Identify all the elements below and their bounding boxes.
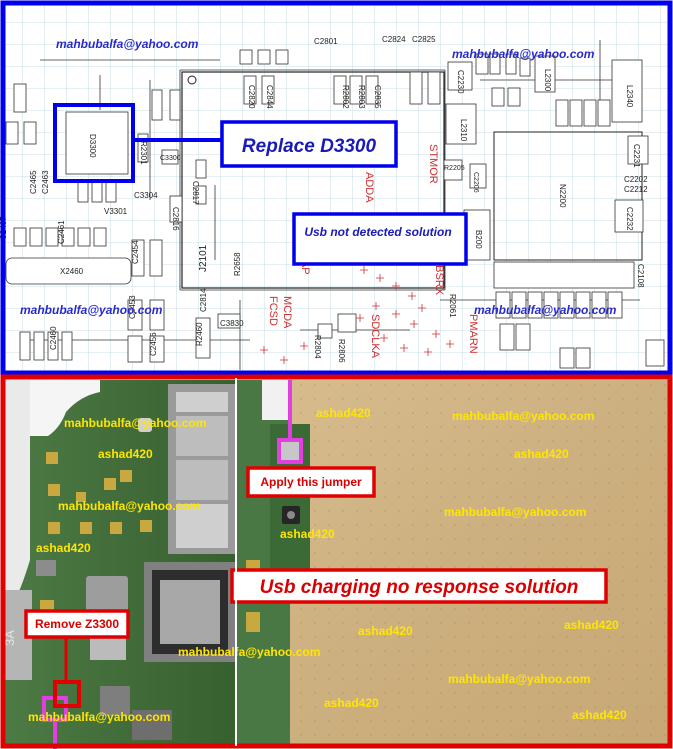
remove-z3300-text: Remove Z3300 [35,617,119,631]
c2232-label: C2232 [625,207,634,231]
c2231-label: C2231 [632,144,641,168]
c3830-label: C3830 [220,319,244,328]
watermark-email: mahbubalfa@yahoo.com [444,505,586,519]
signal-sdclka: SDCLKA [369,314,381,359]
remove-z3300-callout: Remove Z3300 [24,609,130,639]
component-designators: D3300 N2200 X2460 J2101 B200 L2300 L2310… [0,35,648,363]
watermark-email: mahbubalfa@yahoo.com [452,47,595,61]
replace-d3300-callout: Replace D3300 [220,120,398,168]
c2814-label: C2814 [199,288,208,312]
c3304-label: C3304 [134,191,158,200]
apply-jumper-text: Apply this jumper [260,475,362,489]
watermark-tag: ashad420 [316,406,371,420]
c2817-label: C2817 [191,181,200,205]
r2301-label: R2301 [139,141,148,165]
watermark-tag: ashad420 [564,618,619,632]
l2300-label: L2300 [543,69,552,92]
c2816-label: C2816 [171,207,180,231]
replace-d3300-text: Replace D3300 [242,136,377,157]
l2310-label: L2310 [459,119,468,142]
r2802-label: R2802 [341,85,350,109]
signal-marks [260,266,454,364]
top-panel-frame [0,0,673,376]
r2205-label: R2205 [444,165,465,172]
usb-charging-text: Usb charging no response solution [260,577,579,598]
c2460-label: C2460 [49,326,58,350]
x2460-label: X2460 [60,267,84,276]
c3300-label: C3300 [160,155,181,162]
signal-stmor: STMOR [427,144,439,184]
watermark-email: mahbubalfa@yahoo.com [28,710,170,724]
r2460-label: R2460 [195,322,204,346]
n2200-label: N2200 [558,184,567,208]
c2820-label: C2820 [247,85,256,109]
signal-fcsd: FCSD [267,296,279,326]
apply-jumper-callout: Apply this jumper [246,466,376,498]
signal-pmarn: PMARN [467,314,479,354]
top-schematic-panel: D3300 N2200 X2460 J2101 B200 L2300 L2310… [0,0,673,376]
watermark-email: mahbubalfa@yahoo.com [58,499,200,513]
bottom-photo-panel: 3A Apply this jump [0,374,673,749]
watermark-email: mahbubalfa@yahoo.com [56,37,199,51]
r2658-label: R2658 [233,252,242,276]
c2108-label: C2108 [636,264,645,288]
usb-charging-callout: Usb charging no response solution [230,568,608,604]
c2835-label: C2835 [373,85,382,109]
signal-adda: ADDA [363,172,375,203]
watermark-tag: ashad420 [514,447,569,461]
c2454-label: C2454 [131,240,140,264]
c2801-label: C2801 [314,37,338,46]
c2206-label: C2206 [472,172,479,193]
watermark-email: mahbubalfa@yahoo.com [452,409,594,423]
right-board-photo [236,380,669,746]
c2453-label: C2453 [128,295,137,319]
l2340-label: L2340 [625,85,634,108]
usb-not-detected-callout: Usb not detected solution [292,212,468,266]
r2061-label: R2061 [448,294,457,318]
signal-mbsrx: MBSRX [433,256,445,296]
watermark-email: mahbubalfa@yahoo.com [64,416,206,430]
watermark-email: mahbubalfa@yahoo.com [448,672,590,686]
r2803-label: R2803 [357,85,366,109]
d3300-label: D3300 [88,134,97,158]
schematic-components [5,49,665,369]
b200-label: B200 [474,230,483,249]
r2804-label: R2804 [313,335,322,359]
j2101-label: J2101 [198,244,209,272]
c2824-label: C2824 [382,35,406,44]
watermark-tag: ashad420 [572,708,627,722]
c2461-label: C2461 [57,220,66,244]
bottom-panel-frame [0,374,673,749]
watermark-tag: ashad420 [98,447,153,461]
n2200-ic [493,131,643,261]
watermark-email: mahbubalfa@yahoo.com [474,303,617,317]
c2230-label: C2230 [456,70,465,94]
watermark-email: mahbubalfa@yahoo.com [20,303,163,317]
v3301-label: V3301 [104,207,128,216]
usb-not-detected-text: Usb not detected solution [304,225,451,239]
signal-mcda: MCDA [281,296,293,329]
pcb-silk-3a: 3A [2,630,17,646]
c2825-label: C2825 [412,35,436,44]
c2456-label: C2456 [149,332,158,356]
r2806-label: R2806 [337,339,346,363]
c2202-label: C2202 [624,175,648,184]
watermark-tag: ashad420 [358,624,413,638]
watermark-tag: ashad420 [280,527,335,541]
left-pcb-photo: 3A [2,380,236,746]
signal-names: FCSD MCDA TAP SDCLKA MBSRX PMARN ADDA ST… [267,144,479,359]
c2463-label: C2463 [41,170,50,194]
c2212-label: C2212 [624,185,648,194]
watermark-tag: ashad420 [324,696,379,710]
watermark-tag: ashad420 [36,541,91,555]
c2844-label: C2844 [265,85,274,109]
d3300-highlight-box [53,103,135,183]
c2465-label: C2465 [29,170,38,194]
watermark-email: mahbubalfa@yahoo.com [178,645,320,659]
